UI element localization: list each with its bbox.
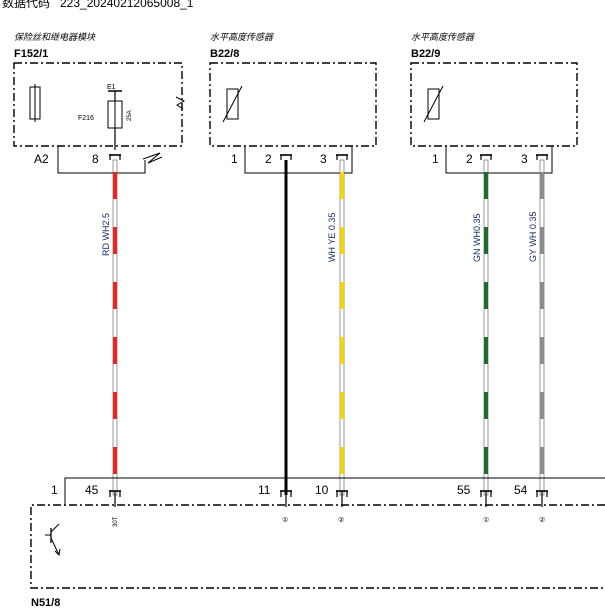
connector-b22-9-2-icon: [480, 154, 492, 160]
b22-9-pin-3: 3: [521, 152, 528, 166]
wire-wh-ye: [339, 159, 345, 496]
component-f152: 保险丝和继电器模块 F152/1 E1 F216 25A A2 8: [13, 32, 186, 174]
b22-8-box: [209, 62, 377, 147]
wire-label-rd-wh: RD WH2.5: [101, 213, 111, 256]
connector-pin-icon: [480, 490, 492, 507]
wires: [112, 159, 545, 496]
n51-mark-11: ①: [282, 516, 288, 524]
n51-pin-10: 10: [315, 483, 329, 497]
f152-name: 保险丝和继电器模块: [14, 32, 96, 42]
b22-8-pin-3: 3: [320, 152, 327, 166]
n51-mark-45: 30T: [113, 516, 119, 527]
connector-b22-8-3-icon: [336, 154, 348, 160]
wire-label-wh-ye: WH YE 0.35: [327, 213, 337, 262]
f152-code: F152/1: [14, 48, 48, 60]
header-code: 223_20240212065008_1: [60, 0, 194, 10]
fuse-symbol-icon: [29, 84, 41, 122]
n51-connectors: [109, 490, 548, 507]
connector-pin-icon: [536, 490, 548, 507]
wire-label-gy-wh: GY WH 0.35: [528, 212, 538, 262]
n51-mark-10: ②: [338, 516, 344, 524]
transistor-icon: [45, 523, 61, 557]
f152-node: E1: [107, 84, 116, 91]
wire-rd-wh: [112, 159, 118, 496]
n51-pin-11: 11: [258, 483, 271, 497]
n51-pin-45: 45: [85, 483, 99, 497]
connector-pin-icon: [336, 490, 348, 507]
b22-8-pin-2: 2: [265, 152, 272, 166]
b22-9-code: B22/9: [411, 48, 440, 60]
f152-box: [13, 62, 183, 147]
f152-fuse-id: F216: [78, 115, 94, 122]
f152-pin-8: 8: [92, 152, 99, 166]
b22-9-pin-1: 1: [432, 152, 439, 166]
component-b22-8: 水平高度传感器 B22/8 1 2 3: [209, 32, 377, 174]
n51-connector-bar: [64, 477, 605, 505]
b22-8-name: 水平高度传感器: [210, 32, 274, 42]
b22-8-pin-1: 1: [231, 152, 238, 166]
wire-label-gn-wh: GN WH0.35: [472, 213, 482, 262]
f152-pin-a2: A2: [34, 152, 49, 166]
n51-mark-54: ②: [539, 516, 545, 524]
component-b22-9: 水平高度传感器 B22/9 1 2 3: [410, 32, 578, 174]
n51-mark-55: ①: [483, 516, 489, 524]
b22-9-name: 水平高度传感器: [411, 32, 475, 42]
component-n51-8: 1 45 11 10 55 54 30T ① ② ① ② N51/8: [30, 477, 605, 609]
wire-gn-wh: [483, 159, 489, 496]
header-label: 数据代码: [2, 0, 50, 10]
sensor-symbol-icon: [423, 85, 444, 123]
connector-pin-icon: [280, 490, 292, 507]
n51-pin-54: 54: [514, 483, 528, 497]
connector-f152-8-icon: [109, 154, 121, 160]
n51-box: [30, 504, 605, 589]
b22-9-pin-2: 2: [466, 152, 473, 166]
sensor-symbol-icon: [222, 85, 243, 123]
b22-8-code: B22/8: [210, 48, 239, 60]
break-mark-icon: [142, 152, 163, 164]
f152-fuse-rating: 25A: [127, 110, 133, 121]
n51-code: N51/8: [31, 597, 60, 609]
wire-gy-wh: [539, 159, 545, 496]
connector-b22-8-2-icon: [280, 154, 292, 160]
break-mark-icon: [175, 96, 186, 110]
b22-9-box: [410, 62, 578, 147]
n51-pin-55: 55: [457, 483, 471, 497]
n51-pin-1: 1: [51, 483, 58, 497]
connector-pin-icon: [109, 490, 121, 507]
connector-b22-9-3-icon: [536, 154, 548, 160]
